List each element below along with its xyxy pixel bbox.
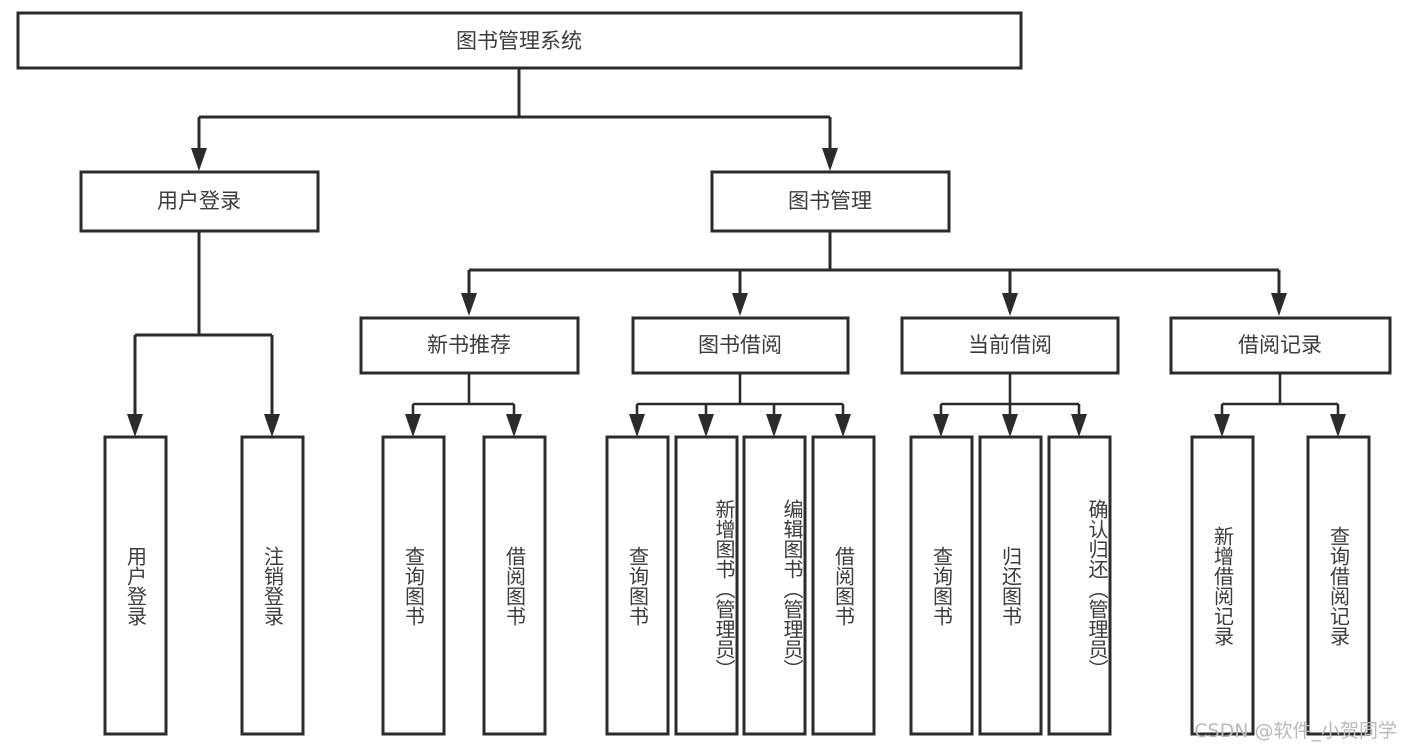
node-current-borrow[interactable]: 当前借阅 (900, 316, 1120, 375)
connector-root-to-level1 (191, 68, 838, 171)
leaf-user-login-box[interactable] (103, 435, 168, 736)
node-borrow-record[interactable]: 借阅记录 (1169, 316, 1392, 375)
csdn-watermark: CSDN @软件_小贺同学 (1194, 720, 1397, 742)
leaf-query-book-3-box[interactable] (909, 435, 974, 736)
leaf-borrow-book-2-box[interactable] (811, 435, 876, 736)
leaf-add-book-box[interactable] (674, 435, 739, 736)
leaf-confirm-return-box[interactable] (1047, 435, 1112, 736)
node-book-management[interactable]: 图书管理 (710, 170, 951, 233)
node-root-box (16, 11, 1023, 70)
node-borrow-record-label: 借阅记录 (1238, 333, 1322, 357)
node-root-label: 图书管理系统 (456, 29, 582, 53)
node-user-login-label: 用户登录 (157, 189, 241, 213)
node-new-book-recommend[interactable]: 新书推荐 (359, 316, 580, 375)
connector-newbook-to-leaves (405, 373, 522, 437)
node-user-login[interactable]: 用户登录 (79, 170, 320, 233)
node-current-borrow-label: 当前借阅 (968, 333, 1052, 357)
node-book-borrow[interactable]: 图书借阅 (631, 316, 850, 375)
node-root[interactable]: 图书管理系统 (16, 11, 1023, 70)
connector-bookmgmt-to-level2 (461, 231, 1287, 316)
node-user-login-box (79, 170, 320, 233)
node-new-book-recommend-label: 新书推荐 (427, 333, 511, 357)
leaf-return-book-box[interactable] (978, 435, 1043, 736)
leaf-query-record-box[interactable] (1306, 435, 1371, 736)
connector-currentborrow-to-leaves (933, 373, 1087, 437)
connector-borrowrecord-to-leaves (1214, 373, 1346, 437)
leaf-borrow-book-1-box[interactable] (482, 435, 547, 736)
leaf-add-record-box[interactable] (1190, 435, 1255, 736)
connector-user-login-to-leaves (127, 231, 280, 437)
connector-bookborrow-to-leaves (629, 373, 851, 437)
leaf-query-book-2-box[interactable] (605, 435, 670, 736)
leaf-query-book-1-box[interactable] (381, 435, 446, 736)
node-book-management-label: 图书管理 (788, 189, 872, 213)
node-new-book-recommend-box (359, 316, 580, 375)
node-current-borrow-box (900, 316, 1120, 375)
node-book-borrow-label: 图书借阅 (698, 333, 782, 357)
leaf-edit-book-box[interactable] (742, 435, 807, 736)
leaf-user-logout-box[interactable] (240, 435, 305, 736)
